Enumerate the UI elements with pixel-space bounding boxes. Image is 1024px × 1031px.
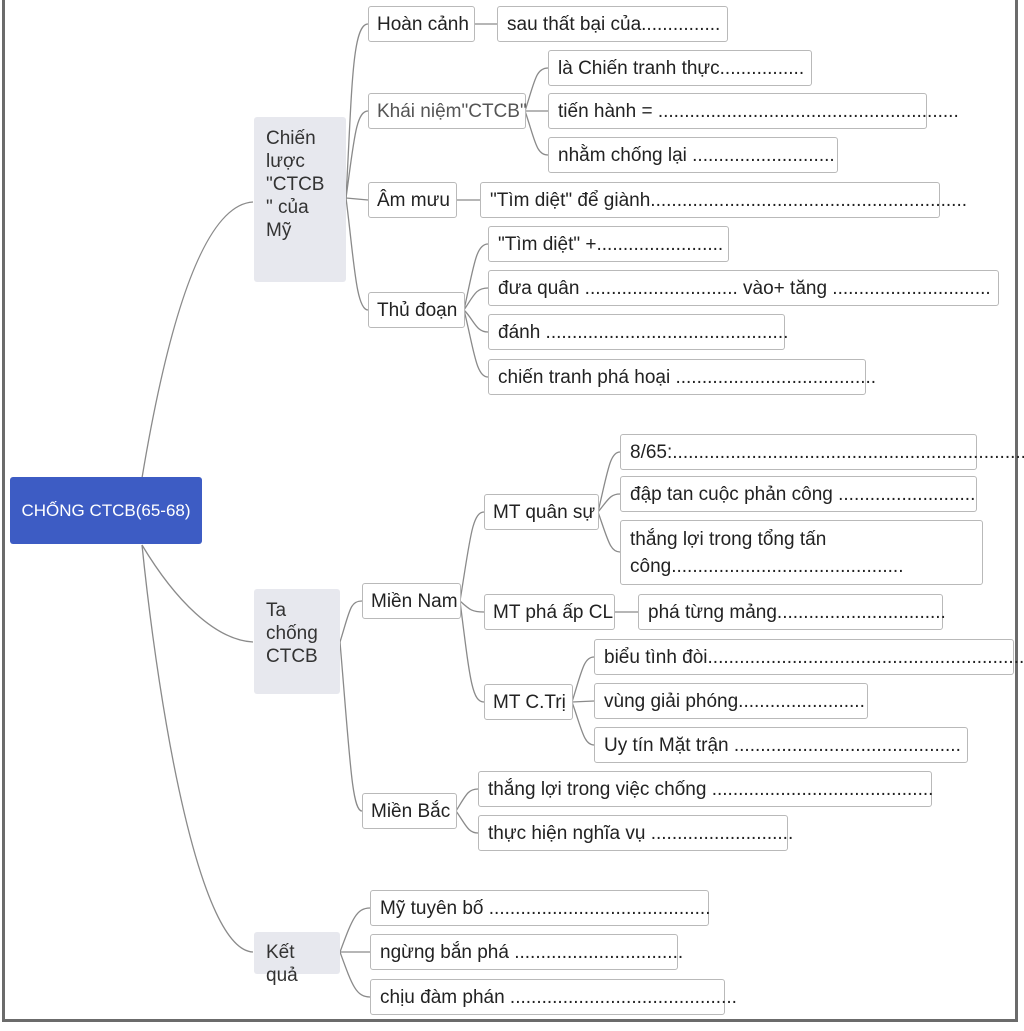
leaf-mt-pha-ap-0[interactable]: phá từng mảng...........................… [638, 594, 946, 630]
link-root-b1 [141, 544, 254, 643]
link-c1-l2 [524, 110, 549, 156]
link-b0-c1 [345, 110, 369, 199]
link-mn-g0 [459, 511, 485, 602]
link-c3-l1 [463, 287, 489, 311]
link-root-b2 [141, 544, 254, 953]
link-root-b0 [141, 201, 254, 479]
link-b0-c2 [345, 197, 369, 201]
node-mien-nam[interactable]: Miền Nam [362, 583, 461, 619]
leaf-hoan-canh-0[interactable]: sau thất bại của............... [497, 6, 728, 42]
leaf-am-muu-0[interactable]: "Tìm diệt" để giành.....................… [480, 182, 967, 218]
leaf-mt-quan-su-2[interactable]: thắng lợi trong tổng tấn công...........… [620, 520, 983, 585]
leaf-ket-qua-1[interactable]: ngừng bắn phá ..........................… [370, 934, 683, 970]
leaf-mt-chinh-tri-0[interactable]: biểu tình đòi...........................… [594, 639, 1024, 675]
leaf-mt-quan-su-1[interactable]: đập tan cuộc phản công .................… [620, 476, 977, 512]
branch-ta-chong[interactable]: Ta chống CTCB [254, 589, 340, 694]
link-b2-l0 [339, 907, 371, 953]
leaf-mien-bac-1[interactable]: thực hiện nghĩa vụ .....................… [478, 815, 793, 851]
leaf-thu-doan-0[interactable]: "Tìm diệt" +........................ [488, 226, 729, 262]
link-c3-l2 [463, 309, 489, 333]
link-g2-l2 [571, 701, 595, 746]
node-mien-bac[interactable]: Miền Bắc [362, 793, 457, 829]
link-g0-l0 [597, 451, 621, 513]
link-g0-l2 [597, 511, 621, 553]
link-mn-g2 [459, 600, 485, 703]
link-c1-l0 [524, 67, 549, 112]
leaf-mt-quan-su-0[interactable]: 8/65:...................................… [620, 434, 1024, 470]
branch-ket-qua[interactable]: Kết quả [254, 932, 340, 986]
node-am-muu[interactable]: Âm mưu [368, 182, 457, 218]
leaf-ket-qua-2[interactable]: chịu đàm phán ..........................… [370, 979, 737, 1015]
leaf-ket-qua-0[interactable]: Mỹ tuyên bố ............................… [370, 890, 711, 926]
leaf-khai-niem-0[interactable]: là Chiến tranh thực................ [548, 50, 812, 86]
root-node[interactable]: CHỐNG CTCB(65-68) [10, 477, 202, 544]
node-mt-chinh-tri[interactable]: MT C.Trị [484, 684, 573, 720]
link-c3-l3 [463, 309, 489, 378]
leaf-thu-doan-1[interactable]: đưa quân ............................. v… [488, 270, 999, 306]
link-b0-c3 [345, 197, 369, 311]
link-g2-l1 [571, 700, 595, 703]
leaf-thu-doan-3[interactable]: chiến tranh phá hoại ...................… [488, 359, 876, 395]
node-hoan-canh[interactable]: Hoàn cảnh [368, 6, 475, 42]
node-mt-pha-ap[interactable]: MT phá ấp CL [484, 594, 615, 630]
node-khai-niem[interactable]: Khái niệm"CTCB" [368, 93, 527, 129]
branch-chien-luoc[interactable]: Chiến lược "CTCB " của Mỹ [254, 117, 346, 282]
leaf-khai-niem-1[interactable]: tiến hành = ............................… [548, 93, 959, 129]
link-mn-g1 [459, 600, 485, 613]
link-mb-l0 [455, 788, 479, 812]
link-b1-c1 [339, 641, 363, 812]
node-thu-doan[interactable]: Thủ đoạn [368, 292, 465, 328]
link-b1-c0 [339, 600, 363, 643]
link-b2-l2 [339, 951, 371, 998]
link-b0-c0 [345, 23, 369, 199]
node-mt-quan-su[interactable]: MT quân sự [484, 494, 599, 530]
leaf-mien-bac-0[interactable]: thắng lợi trong việc chống .............… [478, 771, 933, 807]
link-g0-l1 [597, 493, 621, 513]
link-g2-l0 [571, 656, 595, 703]
link-c3-l0 [463, 243, 489, 311]
leaf-khai-niem-2[interactable]: nhằm chống lại .........................… [548, 137, 838, 173]
leaf-mt-chinh-tri-2[interactable]: Uy tín Mặt trận ........................… [594, 727, 968, 763]
leaf-mt-chinh-tri-1[interactable]: vùng giải phóng........................ [594, 683, 868, 719]
link-mb-l1 [455, 810, 479, 834]
leaf-thu-doan-2[interactable]: đánh ...................................… [488, 314, 788, 350]
